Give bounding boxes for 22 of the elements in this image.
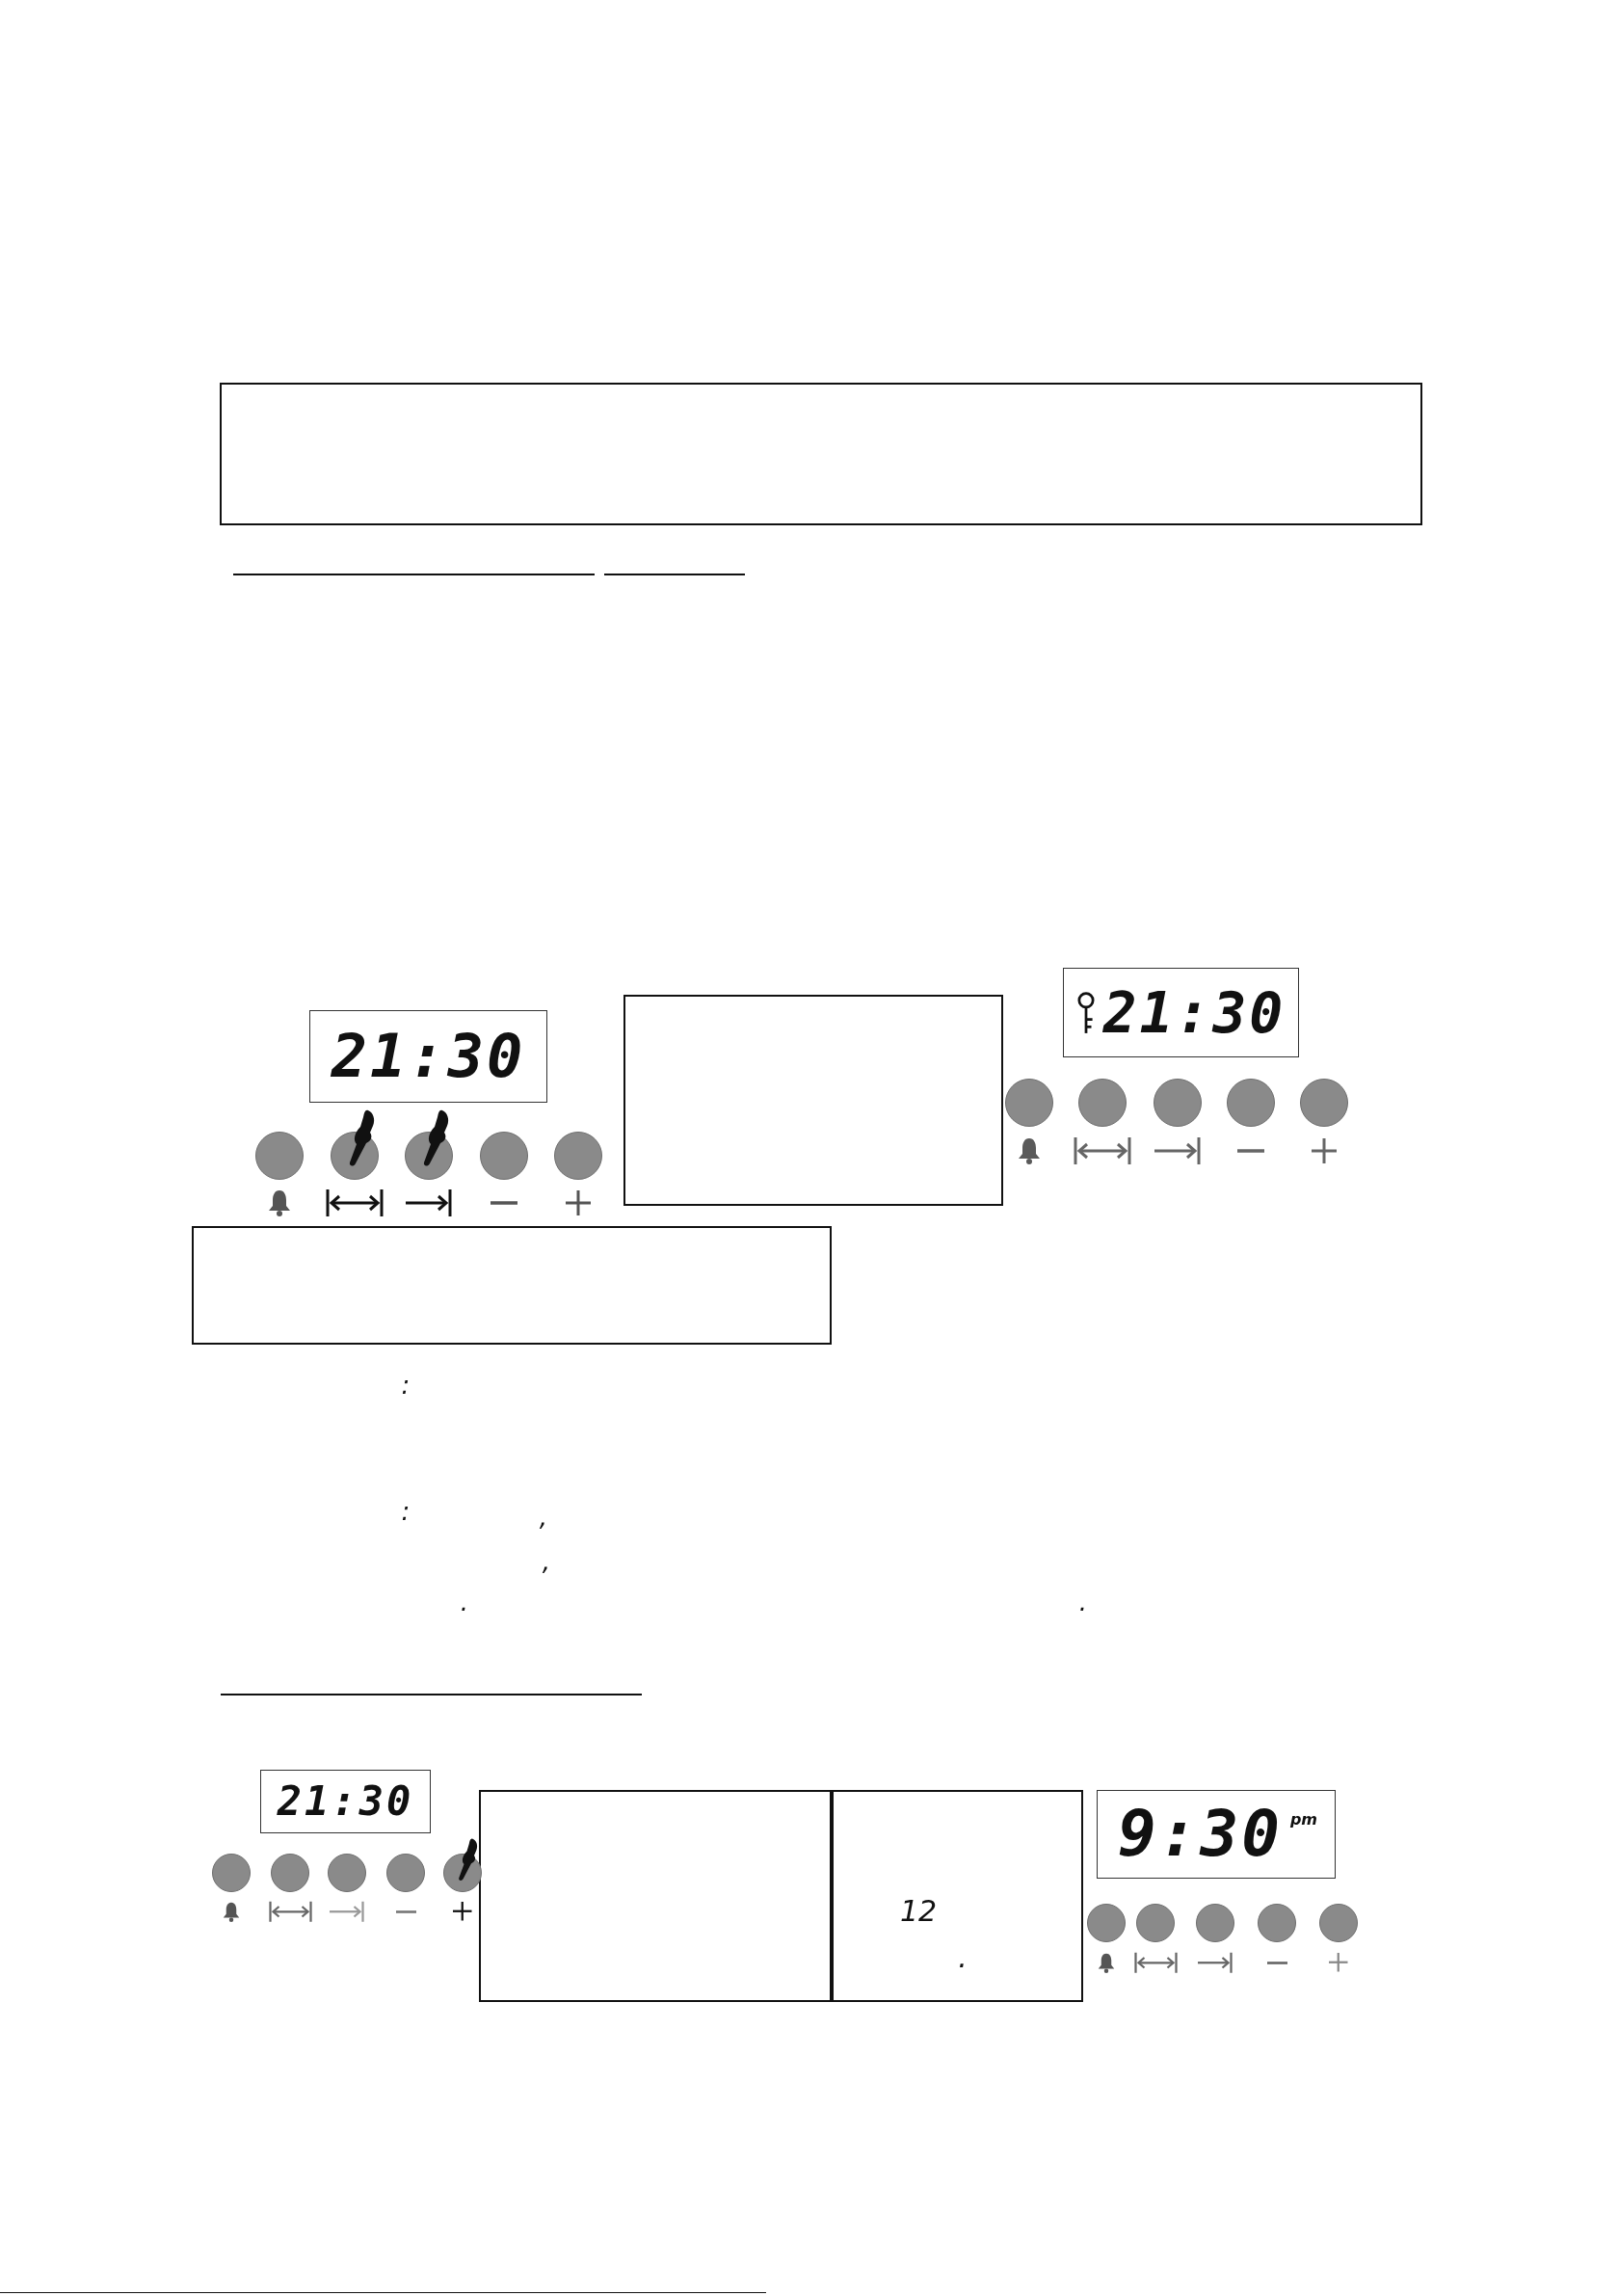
period-mark: .	[460, 1589, 469, 1615]
colon-mark: :	[401, 1499, 411, 1524]
pm-indicator: pm	[1289, 1812, 1317, 1828]
time-readout: 21:30	[1102, 984, 1286, 1041]
text-frame	[832, 1790, 1083, 2002]
empty-frame	[623, 995, 1003, 1206]
time-readout: 21:30	[331, 1027, 526, 1086]
lcd-display	[260, 1770, 431, 1833]
period-mark: .	[1078, 1589, 1088, 1615]
time-readout: 9:30	[1117, 1802, 1283, 1866]
number-label: 12	[899, 1897, 938, 1926]
lcd-display	[1063, 968, 1299, 1057]
comma-mark: ,	[539, 1505, 548, 1530]
empty-frame	[479, 1790, 832, 2002]
lcd-display	[1097, 1790, 1336, 1879]
lcd-display	[309, 1010, 547, 1103]
empty-frame	[192, 1226, 832, 1345]
period-mark: .	[958, 1943, 968, 1972]
colon-mark: :	[401, 1373, 411, 1398]
comma-mark: ,	[542, 1549, 551, 1574]
time-readout: 21:30	[277, 1781, 414, 1822]
empty-frame	[220, 383, 1422, 525]
